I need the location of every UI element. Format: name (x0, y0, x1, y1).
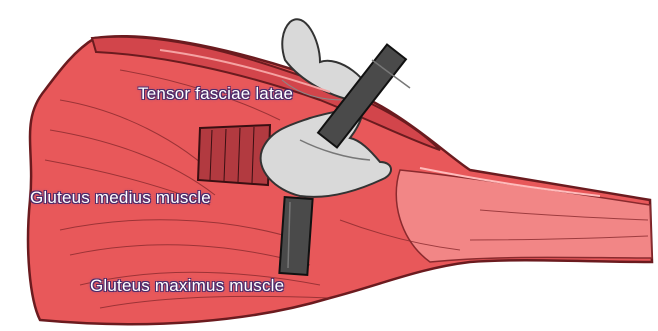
label-gluteus-medius: Gluteus medius muscle (30, 188, 211, 208)
label-gluteus-maximus: Gluteus maximus muscle (90, 276, 284, 296)
retractor-lower (279, 197, 312, 275)
label-tensor-fasciae-latae: Tensor fasciae latae (138, 84, 293, 104)
retracted-muscle-block (198, 125, 270, 185)
